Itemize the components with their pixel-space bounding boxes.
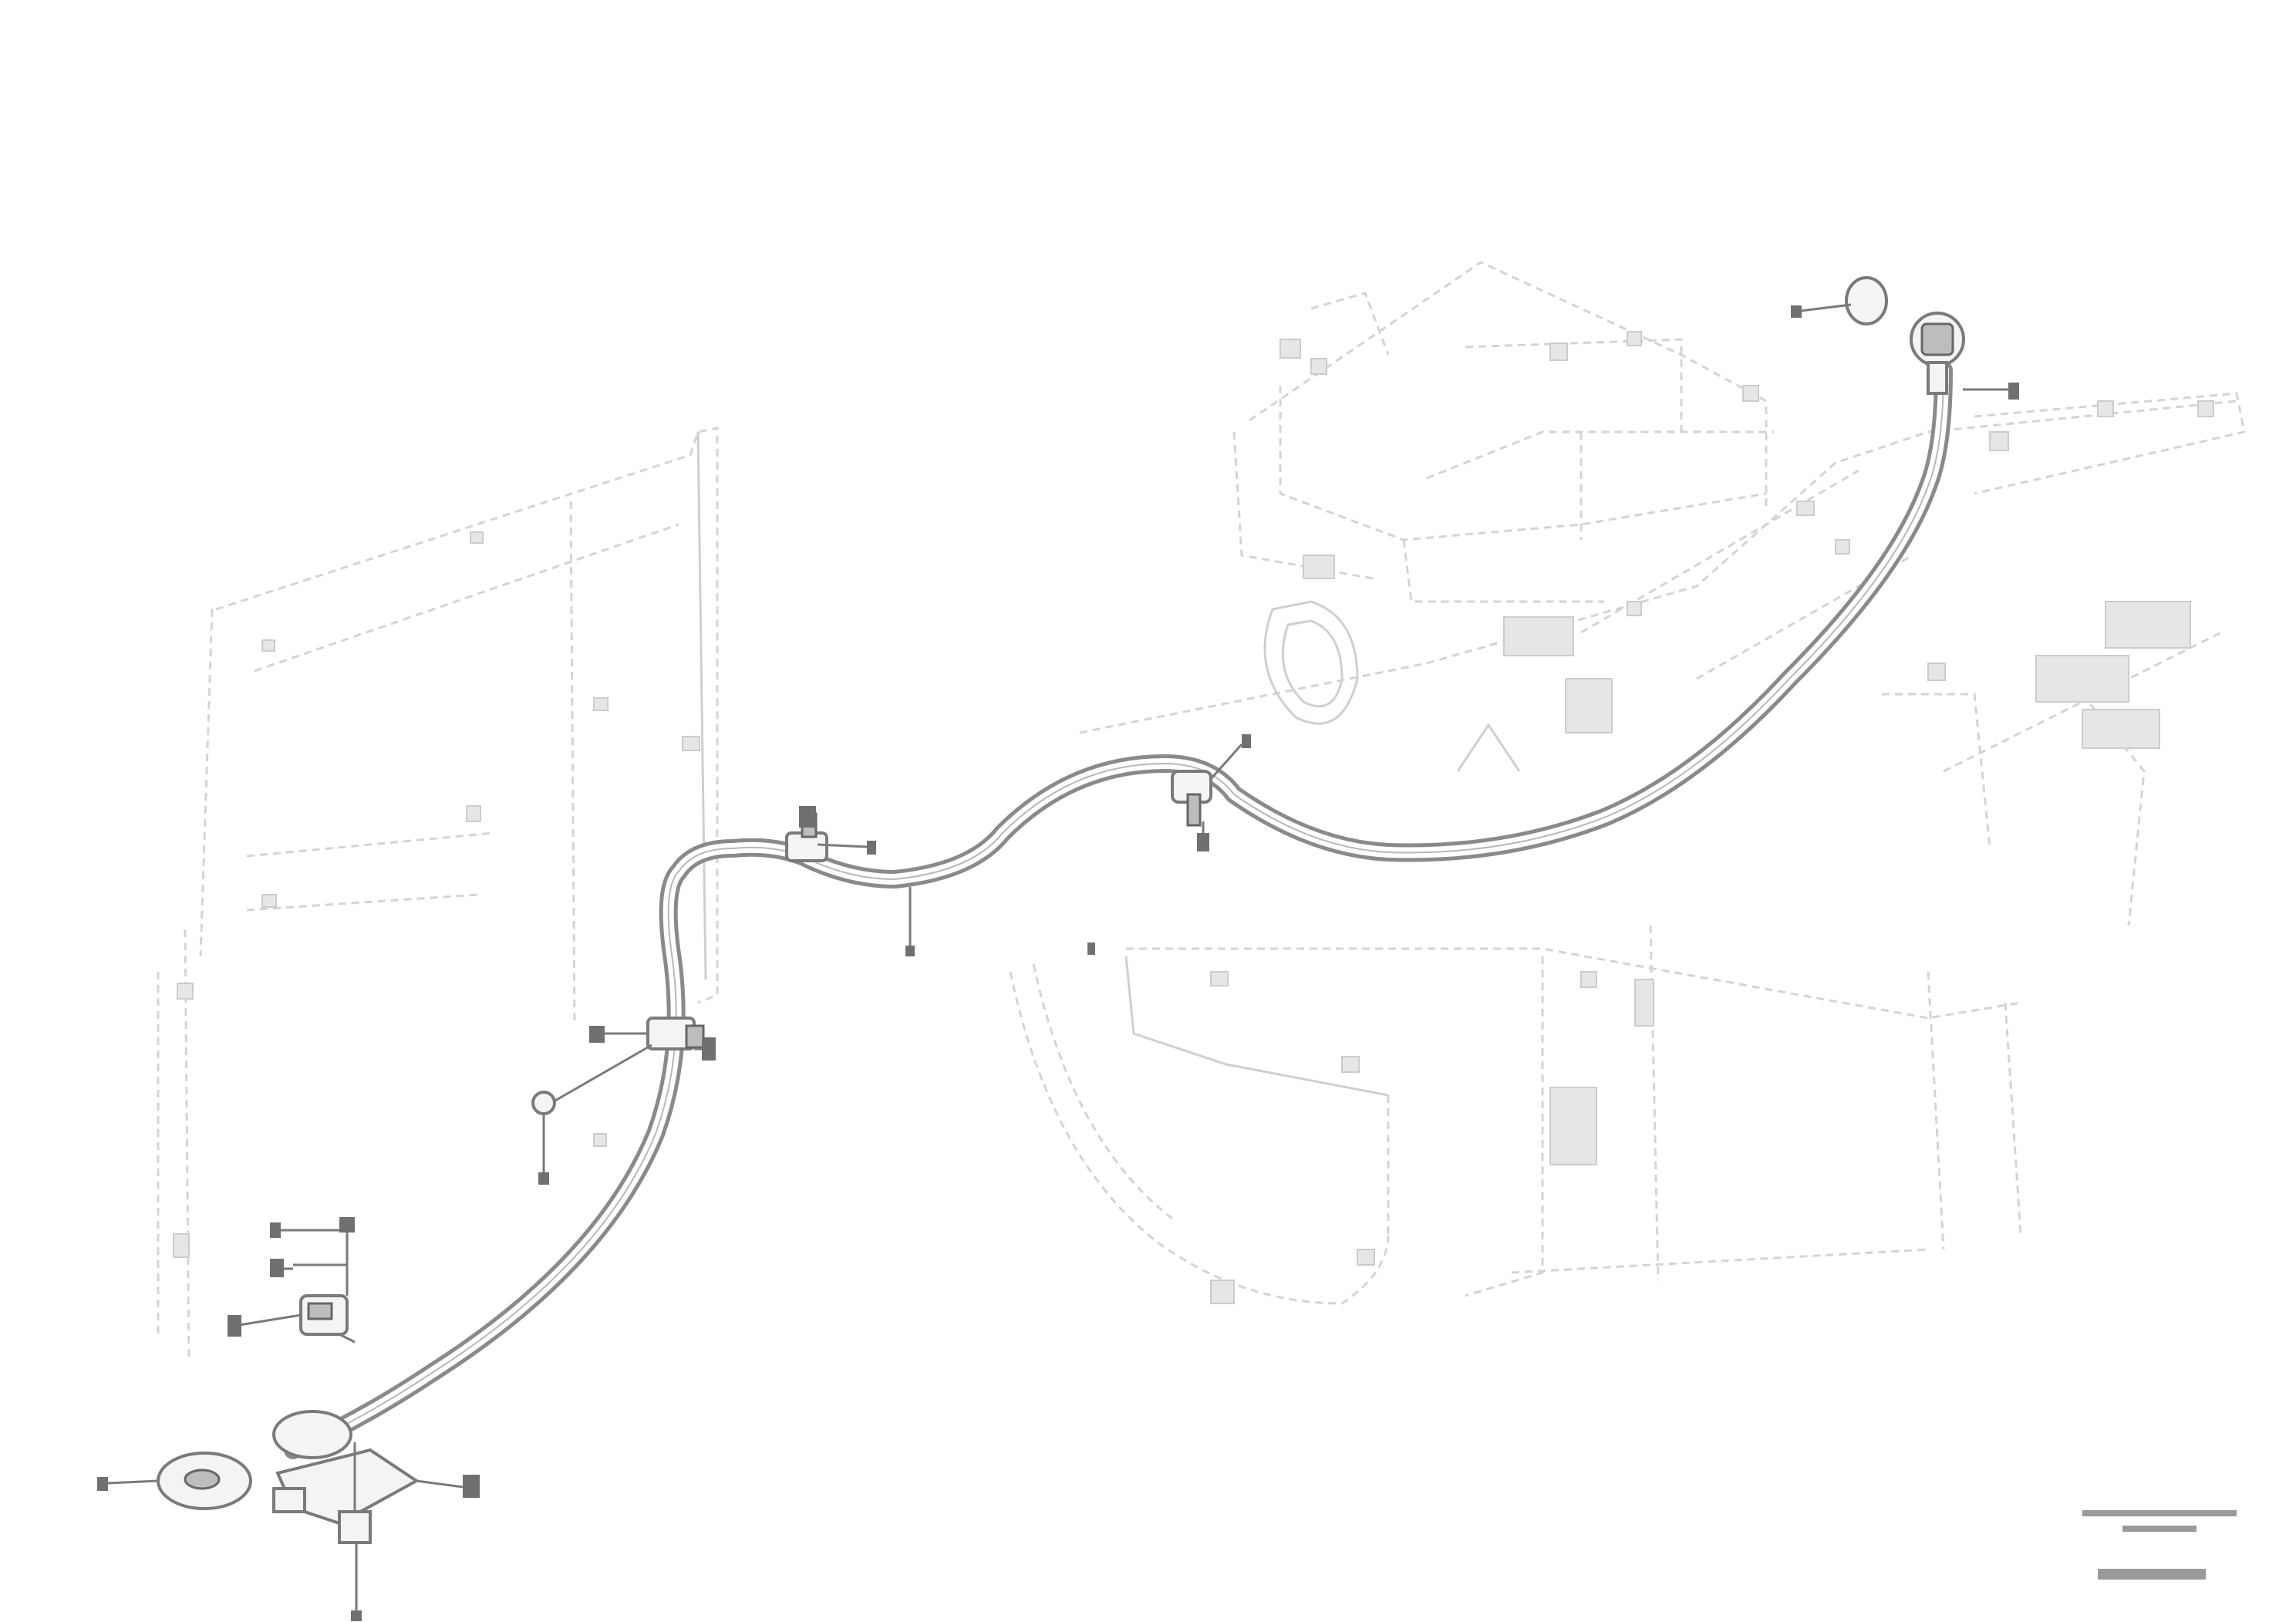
callout-marker <box>799 806 816 828</box>
callout-marker <box>351 1610 362 1621</box>
top-connector-fitting <box>1845 276 1965 395</box>
callout-marker <box>589 1026 605 1043</box>
bottom-end-fitting <box>157 1410 420 1612</box>
hose-assembly <box>284 361 1953 1459</box>
drawing-reference-stamp <box>2082 1510 2237 1580</box>
hose-clamp-right <box>1171 770 1212 827</box>
lower-bracket-stack <box>293 1226 349 1336</box>
callout-marker <box>270 1259 284 1277</box>
background-frame-lower <box>1009 925 2022 1305</box>
callout-marker <box>702 1037 716 1061</box>
callout-marker <box>905 946 915 956</box>
callout-marker <box>228 1315 241 1337</box>
callout-marker <box>270 1222 281 1238</box>
callout-marker <box>867 841 876 855</box>
leader-lines <box>107 303 2009 1489</box>
hose-clamp-bracket-left <box>646 1017 705 1050</box>
background-engine <box>1079 261 2246 926</box>
callout-marker <box>538 1172 549 1185</box>
callout-markers <box>97 305 2019 1621</box>
callout-marker <box>1791 305 1802 318</box>
callout-marker <box>339 1217 355 1233</box>
callout-marker <box>1197 833 1209 851</box>
callout-marker <box>463 1475 480 1498</box>
callout-marker <box>97 1477 108 1491</box>
callout-marker <box>2008 383 2019 400</box>
callout-marker <box>1087 943 1095 955</box>
background-panel-left <box>157 427 719 1362</box>
mounting-bolt <box>531 1091 556 1172</box>
callout-marker <box>1242 734 1251 748</box>
